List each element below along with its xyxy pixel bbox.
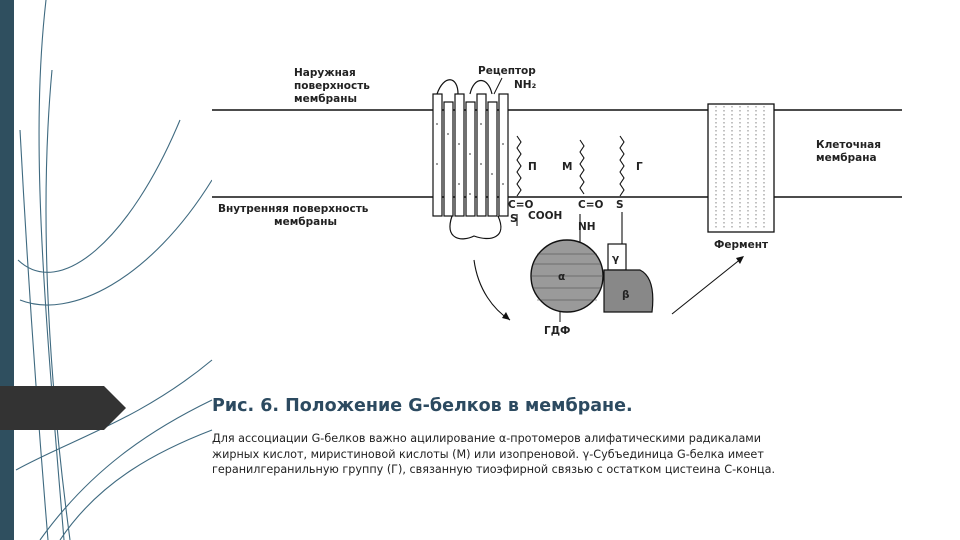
caption-body-line: жирных кислот, миристиновой кислоты (М) … [212, 447, 764, 461]
membrane-figure: Наружная поверхность мембраны Рецептор N… [212, 64, 902, 340]
deco-line [19, 179, 213, 306]
motion-arrow [473, 259, 511, 321]
figure-caption-title: Рис. 6. Положение G-белков в мембране. [212, 396, 633, 416]
arrow-tab [0, 386, 126, 430]
enzyme-block [707, 103, 775, 233]
receptor-helices [432, 79, 509, 240]
alpha-label: α [558, 271, 565, 283]
cooh-label: COOH [528, 210, 562, 222]
receptor-label: Рецептор [478, 65, 536, 77]
gdp-label: ГДФ [544, 325, 570, 337]
deco-line [39, 399, 213, 540]
g-label: Г [636, 161, 643, 173]
motion-arrow [671, 257, 743, 315]
beta-label: β [622, 289, 630, 301]
outer-surface-label: Наружная [294, 67, 356, 79]
deco-line [45, 69, 71, 540]
inner-surface-label: Внутренняя поверхность [218, 203, 369, 215]
co-left-label: C=O [508, 199, 534, 211]
geranylgeranyl-chain [619, 135, 625, 197]
receptor-pointer [493, 77, 503, 95]
deco-line [19, 129, 49, 540]
palmitoyl-chain [516, 135, 522, 197]
gamma-label: γ [612, 253, 619, 265]
m-label: М [562, 161, 572, 173]
decorative-lines [15, 0, 213, 540]
receptor-helix-dots [436, 123, 504, 195]
p-label: П [528, 161, 537, 173]
s-left-label: S [510, 213, 518, 225]
g-beta-subunit [603, 269, 654, 313]
caption-body-line: Для ассоциации G-белков важно ацилирован… [212, 432, 762, 445]
cell-membrane-label: мембрана [816, 152, 877, 164]
myristoyl-chain [579, 139, 585, 195]
deco-line [17, 119, 181, 273]
inner-surface-label: мембраны [274, 216, 337, 228]
co-right-label: C=O [578, 199, 604, 211]
caption-body-line: геранилгеранильную группу (Г), связанную… [212, 463, 776, 476]
nh2-label: NH₂ [514, 79, 537, 91]
cell-membrane-label: Клеточная [816, 139, 881, 151]
figure-caption-body: Для ассоциации G-белков важно ацилирован… [212, 431, 912, 478]
enzyme-label: Фермент [714, 239, 769, 251]
s-right-label: S [616, 199, 624, 211]
deco-line [38, 0, 65, 540]
deco-line [59, 429, 213, 540]
outer-surface-label: мембраны [294, 93, 357, 105]
outer-surface-label: поверхность [294, 80, 370, 92]
nh-label: NH [578, 221, 596, 233]
